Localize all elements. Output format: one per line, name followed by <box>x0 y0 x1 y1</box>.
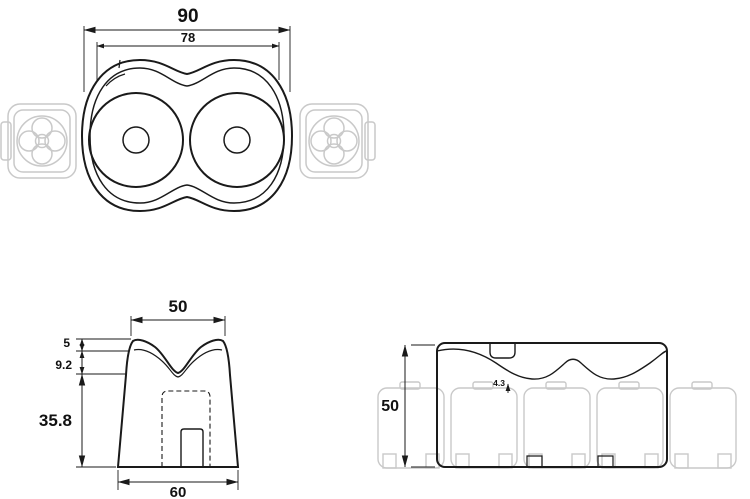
dim-front-lip-height: 5 <box>63 336 70 350</box>
dim-side-notch-depth: 4.3 <box>493 378 505 388</box>
top-view-right-boss <box>189 92 285 188</box>
side-view-dim-height <box>401 344 435 468</box>
top-view-outer-outline <box>80 58 294 213</box>
front-view-center-post <box>180 428 204 467</box>
front-view-hidden-cavity <box>161 390 211 467</box>
dim-front-top-width: 50 <box>169 297 188 316</box>
front-view: 50 5 9.2 35.8 60 <box>39 297 240 499</box>
dim-front-bottom-width: 60 <box>170 484 187 499</box>
side-view-saddle-profile <box>436 348 668 380</box>
side-view: 4.3 50 <box>377 342 737 469</box>
top-view: 90 78 <box>0 6 376 213</box>
dim-front-body-height: 35.8 <box>39 411 72 430</box>
ghost-clip <box>523 381 591 469</box>
side-view-top-notch <box>489 343 516 359</box>
ghost-clip <box>669 381 737 469</box>
dim-top-overall-width: 90 <box>177 6 198 27</box>
top-view-left-boss <box>88 92 184 188</box>
top-view-left-hole <box>122 126 150 154</box>
ghost-clip-row <box>377 381 737 469</box>
front-view-outline <box>116 338 240 468</box>
top-view-dimensions <box>83 26 291 92</box>
dim-top-inner-width: 78 <box>181 30 195 45</box>
top-view-right-hole <box>223 126 251 154</box>
side-view-feet-detail <box>526 455 614 467</box>
top-view-edge-tick <box>118 59 121 69</box>
ghost-connector-right <box>299 103 376 179</box>
dim-side-height: 50 <box>381 398 399 415</box>
dim-front-recess-depth: 9.2 <box>55 358 72 372</box>
front-view-dim-bottom <box>117 470 239 490</box>
front-view-dim-top <box>130 316 226 336</box>
top-view-parting-line <box>105 73 126 87</box>
front-view-saddle-inner-line <box>133 348 223 378</box>
ghost-clip <box>450 381 518 469</box>
ghost-clip <box>377 381 445 469</box>
ghost-connector-left <box>0 103 77 179</box>
ghost-clip <box>596 381 664 469</box>
front-view-dim-left-stack <box>76 338 131 468</box>
side-view-outline <box>436 342 668 468</box>
